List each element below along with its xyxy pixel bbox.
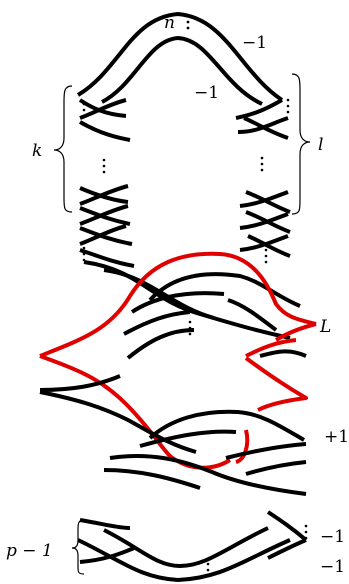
left-cusp xyxy=(39,374,197,454)
left-dots xyxy=(82,102,106,262)
label-p-minus-1: p − 1 xyxy=(6,541,53,561)
k-brace xyxy=(53,85,73,213)
l-brace xyxy=(291,73,311,215)
label-L: L xyxy=(319,317,331,337)
right-zigzags xyxy=(235,98,291,258)
bottom-cup xyxy=(77,518,291,582)
n-dots xyxy=(186,14,190,30)
label-n: n xyxy=(164,13,175,33)
lower-right-dots xyxy=(304,524,308,540)
right-dots xyxy=(260,98,290,264)
center-dots-upper xyxy=(188,320,192,336)
top-cap xyxy=(76,12,284,106)
bottom-dots xyxy=(206,562,210,578)
label-plus1: +1 xyxy=(324,427,349,447)
lower-braid xyxy=(103,409,308,560)
label-minus1-lower-b: −1 xyxy=(320,557,345,577)
label-minus1-inner: −1 xyxy=(194,83,219,103)
label-l: l xyxy=(318,135,323,155)
upper-braid xyxy=(83,260,307,360)
p-minus-1-brace xyxy=(71,519,85,575)
left-zigzags xyxy=(78,98,135,268)
label-k: k xyxy=(32,141,42,161)
label-minus1-outer: −1 xyxy=(242,33,267,53)
label-minus1-lower-a: −1 xyxy=(320,527,345,547)
